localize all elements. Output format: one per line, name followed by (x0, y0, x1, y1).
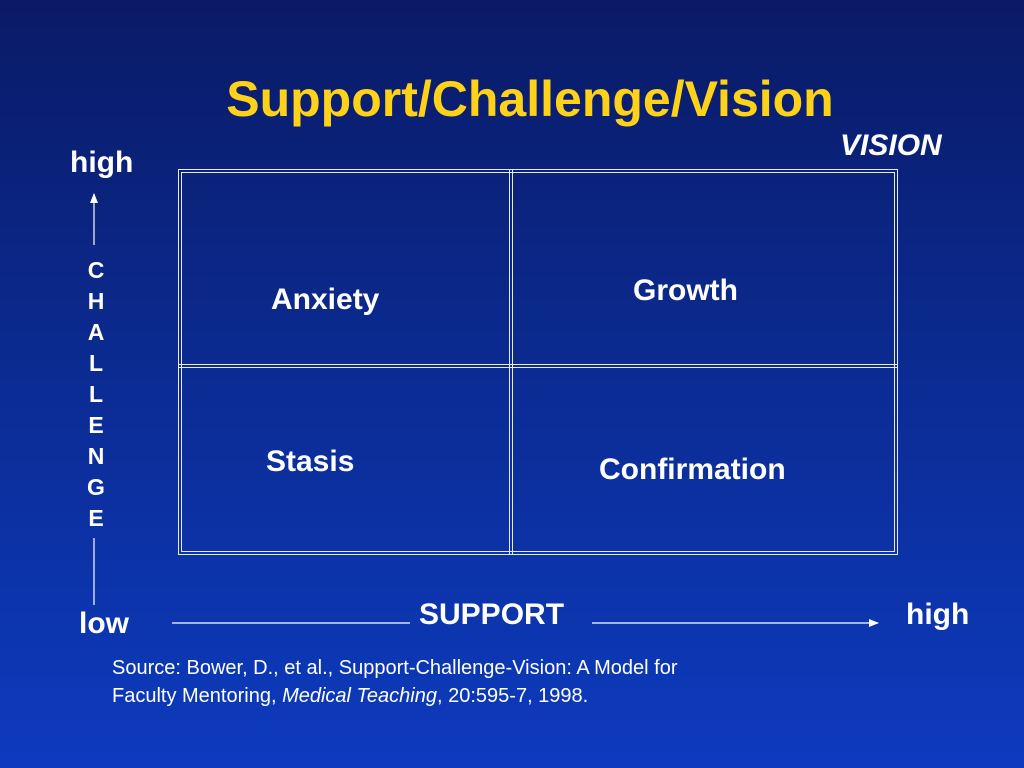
challenge-letter: H (87, 288, 105, 314)
challenge-letter: C (87, 257, 105, 283)
source-line-2: Faculty Mentoring, Medical Teaching, 20:… (112, 682, 678, 710)
challenge-letter: A (87, 319, 105, 345)
y-axis-title-challenge: C H A L L E N G E (82, 255, 110, 534)
challenge-letter: L (88, 350, 104, 376)
challenge-letter: G (87, 474, 105, 500)
vision-label: VISION (840, 129, 942, 162)
x-axis-title-support: SUPPORT (419, 598, 565, 631)
grid-horizontal-divider (178, 364, 898, 368)
slide-title: Support/Challenge/Vision (226, 71, 834, 127)
challenge-letter: L (88, 381, 104, 407)
quadrant-anxiety: Anxiety (271, 283, 380, 316)
challenge-letter: E (88, 412, 104, 438)
source-line-2-prefix: Faculty Mentoring, (112, 685, 283, 707)
source-line-2-suffix: , 20:595-7, 1998. (437, 685, 589, 707)
challenge-letter: N (87, 443, 105, 469)
y-axis-high-label: high (70, 146, 134, 179)
y-axis-low-label: low (79, 607, 129, 640)
source-journal: Medical Teaching (282, 685, 437, 707)
grid-vertical-divider (509, 169, 513, 555)
x-axis-high-label: high (906, 598, 970, 631)
source-citation: Source: Bower, D., et al., Support-Chall… (112, 654, 678, 710)
quadrant-stasis: Stasis (266, 445, 355, 478)
quadrant-growth: Growth (633, 274, 738, 307)
quadrant-confirmation: Confirmation (599, 453, 786, 486)
quadrant-grid (178, 169, 898, 555)
challenge-letter: E (88, 505, 104, 531)
source-line-1: Source: Bower, D., et al., Support-Chall… (112, 657, 678, 679)
